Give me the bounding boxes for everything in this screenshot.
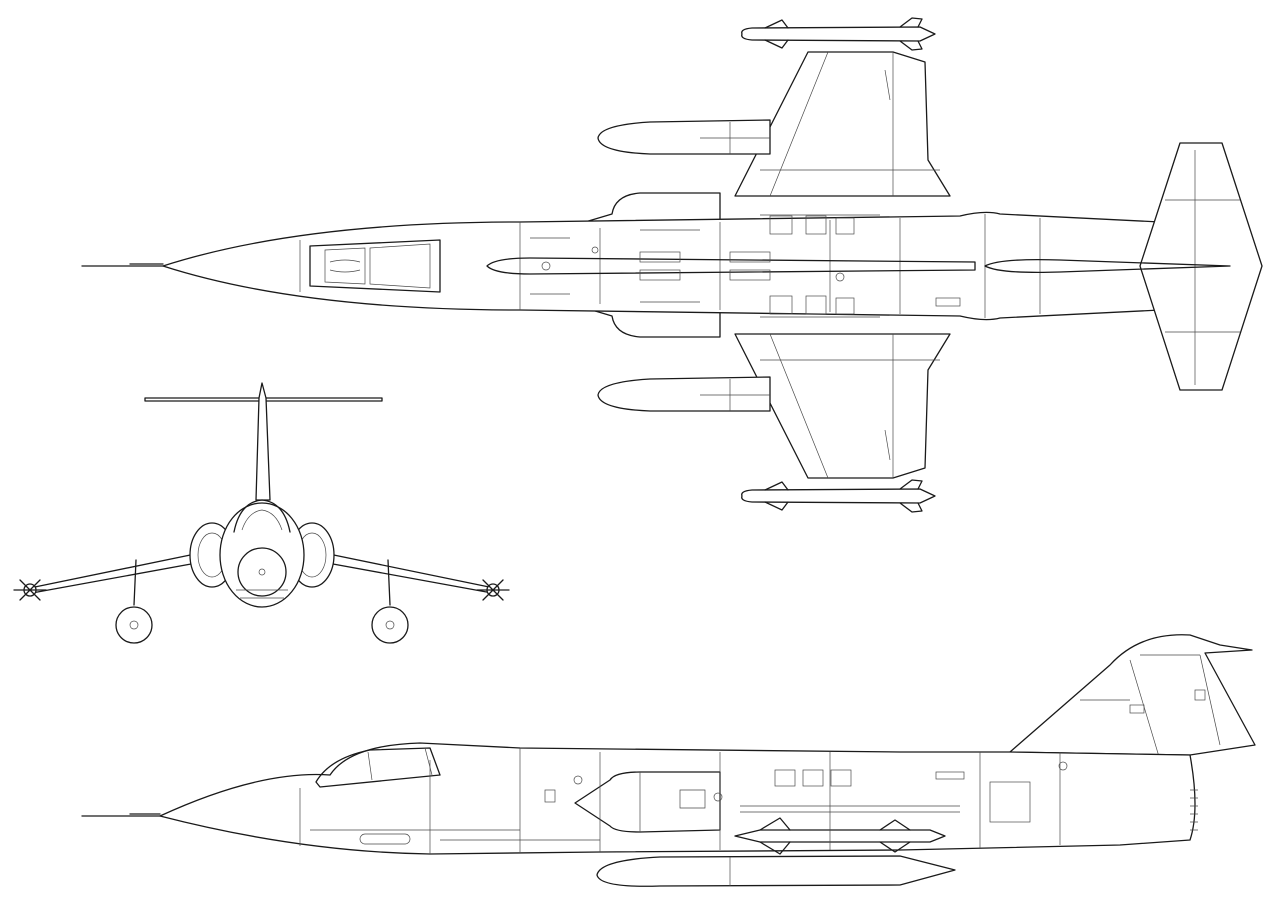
side-missile <box>734 829 946 843</box>
front-radome <box>237 547 287 597</box>
top-drop-tank-upper <box>597 119 771 155</box>
front-wing-right <box>321 552 495 594</box>
side-view <box>81 634 1256 887</box>
top-spine <box>486 257 976 275</box>
top-drop-tank-lower <box>597 376 771 412</box>
top-canopy <box>309 239 441 293</box>
front-wing-left <box>29 552 203 594</box>
top-access-panels <box>541 215 961 315</box>
top-fuselage <box>162 211 1161 321</box>
front-missile-right <box>476 579 510 601</box>
side-drop-tank <box>596 855 956 887</box>
top-pitot <box>81 263 164 267</box>
side-fin <box>1009 634 1256 756</box>
top-upper-wing <box>734 51 951 197</box>
top-wingtip-missile-upper <box>741 26 936 42</box>
front-gear-left <box>115 559 153 644</box>
front-view <box>13 382 510 644</box>
front-gear-right <box>371 559 409 644</box>
top-fin-line <box>984 258 1231 274</box>
side-access-panels <box>359 689 1206 845</box>
front-missile-left <box>13 579 47 601</box>
front-fin <box>255 382 271 501</box>
top-wingtip-missile-lower <box>741 488 936 504</box>
side-exhaust <box>1190 789 1198 831</box>
top-lower-wing <box>734 333 951 479</box>
top-view <box>81 17 1263 513</box>
side-canopy <box>315 747 441 788</box>
front-canopy <box>233 499 291 533</box>
side-pitot <box>81 813 161 817</box>
